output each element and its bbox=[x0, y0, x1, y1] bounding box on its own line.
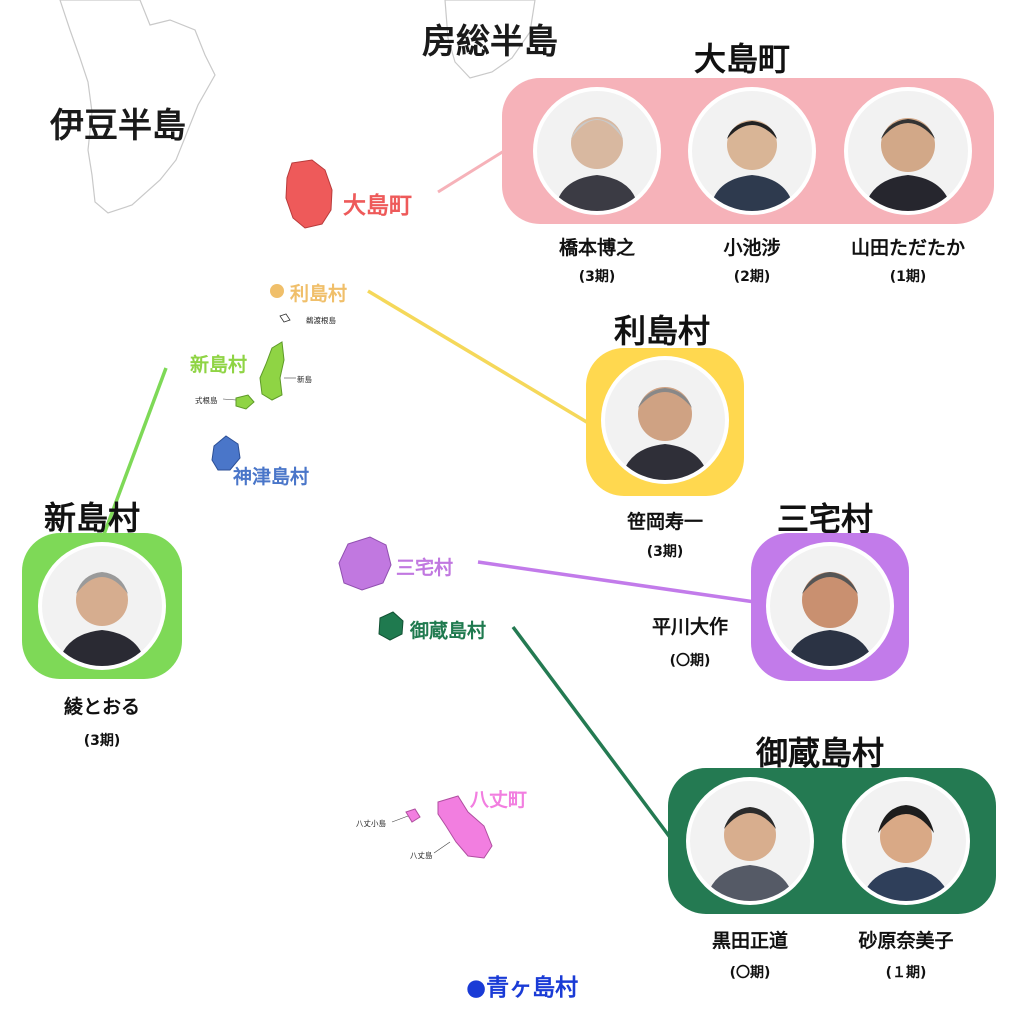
niijima-member-1-term: (3期) bbox=[83, 733, 121, 749]
toshima-panel-title: 利島村 bbox=[614, 312, 711, 350]
shikine-island-label: 式根島 bbox=[195, 396, 218, 405]
mikura-member-1-name: 黒田正道 bbox=[711, 930, 788, 952]
toshima-member-1-portrait-icon bbox=[605, 360, 725, 480]
oshima-member-2-term: (2期) bbox=[733, 269, 771, 285]
toshima-map-label: 利島村 bbox=[290, 283, 348, 305]
niijima-island-label: 新島 bbox=[297, 375, 312, 384]
miyake-member-1-term: (〇期) bbox=[669, 653, 711, 669]
miyake-member-1-name: 平川大作 bbox=[651, 616, 728, 638]
oshima-member-2-portrait-icon bbox=[692, 91, 812, 211]
hachijo-map-label: 八丈町 bbox=[470, 789, 528, 811]
oshima-member-1-portrait-icon bbox=[537, 91, 657, 211]
kozushima-island-shape bbox=[211, 435, 241, 471]
toshima-island-shape bbox=[270, 284, 284, 298]
shikine-island-shape bbox=[235, 394, 255, 410]
aogashima-map-label: ●青ヶ島村 bbox=[466, 975, 579, 1001]
izu-peninsula-label: 伊豆半島 bbox=[50, 106, 186, 146]
hachijokojima-island-shape bbox=[405, 808, 421, 823]
toshima-connector-line bbox=[367, 289, 591, 426]
mikura-member-2-portrait-icon bbox=[846, 781, 966, 901]
niijima-member-1-portrait-icon bbox=[42, 546, 162, 666]
hachijojima-island-shape bbox=[437, 795, 493, 859]
oshima-member-1-name: 橋本博之 bbox=[558, 237, 635, 259]
udone-island-label: 鵜渡根島 bbox=[306, 316, 336, 325]
miyake-map-label: 三宅村 bbox=[396, 557, 454, 579]
oshima-member-3-name: 山田ただたか bbox=[850, 237, 965, 259]
oshima-connector-line bbox=[437, 144, 513, 194]
mikura-connector-line bbox=[511, 625, 674, 842]
mikura-member-2-name: 砂原奈美子 bbox=[858, 930, 954, 952]
oshima-island-shape bbox=[285, 159, 333, 229]
shikine-leader-line bbox=[222, 398, 237, 401]
izu-peninsula-shape bbox=[59, 0, 216, 214]
miyake-connector-line bbox=[477, 560, 756, 604]
miyake-member-1-portrait-icon bbox=[770, 546, 890, 666]
mikura-member-2-term: (１期) bbox=[885, 965, 927, 981]
mikura-map-label: 御蔵島村 bbox=[410, 620, 487, 642]
hachijo-leader-line bbox=[433, 841, 451, 854]
niijima-panel-title: 新島村 bbox=[44, 499, 141, 537]
oshima-member-3-portrait-icon bbox=[848, 91, 968, 211]
mikura-panel-title: 御蔵島村 bbox=[756, 734, 885, 772]
oshima-member-3-term: (1期) bbox=[889, 269, 927, 285]
miyake-panel-title: 三宅村 bbox=[777, 500, 874, 538]
toshima-member-1-name: 笹岡寿一 bbox=[626, 511, 703, 533]
niijima-island-shape bbox=[259, 341, 285, 401]
toshima-member-1-term: (3期) bbox=[646, 544, 684, 560]
mikura-member-1-portrait-icon bbox=[690, 781, 810, 901]
mikura-island-shape bbox=[378, 611, 404, 641]
oshima-member-1-term: (3期) bbox=[578, 269, 616, 285]
niijima-connector-line bbox=[98, 367, 168, 546]
boso-peninsula-label: 房総半島 bbox=[422, 22, 558, 62]
oshima-map-label: 大島町 bbox=[343, 193, 412, 219]
niijima-map-label: 新島村 bbox=[190, 354, 248, 376]
miyake-island-shape bbox=[338, 536, 392, 591]
hachijojima-island-label: 八丈島 bbox=[410, 851, 433, 860]
oshima-panel-title: 大島町 bbox=[694, 40, 791, 78]
boso-peninsula-shape bbox=[444, 0, 536, 79]
niijima-member-1-name: 綾とおる bbox=[63, 696, 140, 718]
oshima-member-2-name: 小池涉 bbox=[723, 237, 781, 259]
mikura-member-1-term: (〇期) bbox=[729, 965, 771, 981]
kozushima-map-label: 神津島村 bbox=[233, 466, 310, 488]
hachijokojima-island-label: 八丈小島 bbox=[356, 819, 386, 828]
udone-island-shape bbox=[279, 313, 291, 323]
kojima-leader-line bbox=[391, 815, 409, 823]
